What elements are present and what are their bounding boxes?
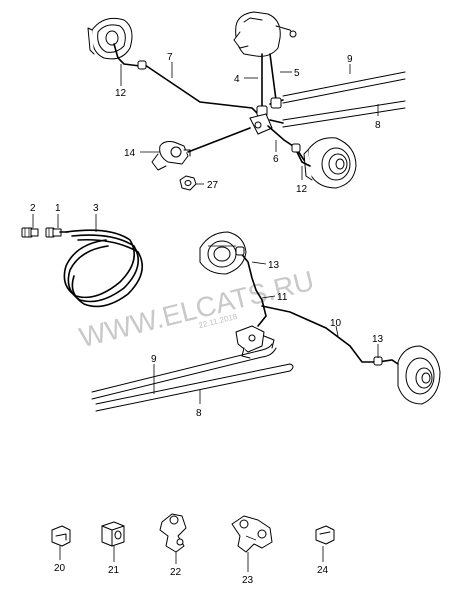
callout-12-left: 12 (115, 88, 127, 99)
bracket-23 (231, 515, 273, 553)
callout-9-lower: 9 (151, 354, 157, 365)
callout-24: 24 (317, 565, 329, 576)
brake-disc-rear-left (199, 231, 247, 275)
brake-junction-rear (235, 325, 275, 359)
brake-disc-top-right (303, 137, 357, 189)
callout-8-lower: 8 (196, 408, 202, 419)
brake-hose-12-right (291, 143, 311, 167)
brake-pipe-upper-9 (282, 71, 406, 104)
brake-pipe-right-upper (267, 125, 305, 161)
callout-20: 20 (54, 563, 66, 574)
fitting-1 (45, 227, 62, 238)
fitting-2 (21, 227, 39, 238)
master-cylinder (233, 11, 297, 57)
callout-2: 2 (30, 203, 36, 214)
callout-leaders (32, 62, 379, 572)
callout-14: 14 (124, 148, 136, 159)
callout-12-right: 12 (296, 184, 308, 195)
brake-pressure-regulator (151, 141, 191, 171)
clip-20 (51, 525, 71, 547)
brake-pipe-10 (261, 305, 379, 363)
callout-23: 23 (242, 575, 254, 586)
brake-line-4 (256, 53, 268, 117)
brake-line-5 (269, 53, 282, 109)
watermark-text: WWW.ELCATS.RU (76, 265, 317, 353)
callout-3: 3 (93, 203, 99, 214)
brake-hose-13-left (235, 246, 263, 301)
nut-27 (179, 175, 197, 191)
callout-10: 10 (330, 318, 342, 329)
callout-13-left: 13 (268, 260, 280, 271)
brake-hose-13-right (373, 356, 399, 366)
callout-21: 21 (108, 565, 120, 576)
clip-21 (101, 521, 125, 547)
callout-4: 4 (234, 74, 240, 85)
brake-pipe-upper-8 (282, 100, 406, 128)
brake-disc-rear-right (397, 345, 441, 405)
callout-13-right: 13 (372, 334, 384, 345)
callout-6: 6 (273, 154, 279, 165)
callout-1: 1 (55, 203, 61, 214)
callout-7: 7 (167, 52, 173, 63)
callout-9-upper: 9 (347, 54, 353, 65)
brake-pipe-lower-8 (95, 363, 294, 412)
bracket-22 (159, 513, 187, 553)
clip-24 (315, 525, 335, 545)
brake-hose-12-left (113, 43, 147, 70)
callout-27: 27 (207, 180, 219, 191)
brake-pipe-7 (144, 64, 263, 119)
brake-disc-top-left (87, 17, 133, 60)
callout-11: 11 (277, 292, 288, 303)
callout-8-upper: 8 (375, 120, 381, 131)
brake-junction-6 (249, 113, 273, 135)
callout-5: 5 (294, 68, 300, 79)
callout-22: 22 (170, 567, 182, 578)
brake-pipe-lower-9 (91, 349, 263, 400)
coiled-brake-pipe (59, 229, 144, 308)
